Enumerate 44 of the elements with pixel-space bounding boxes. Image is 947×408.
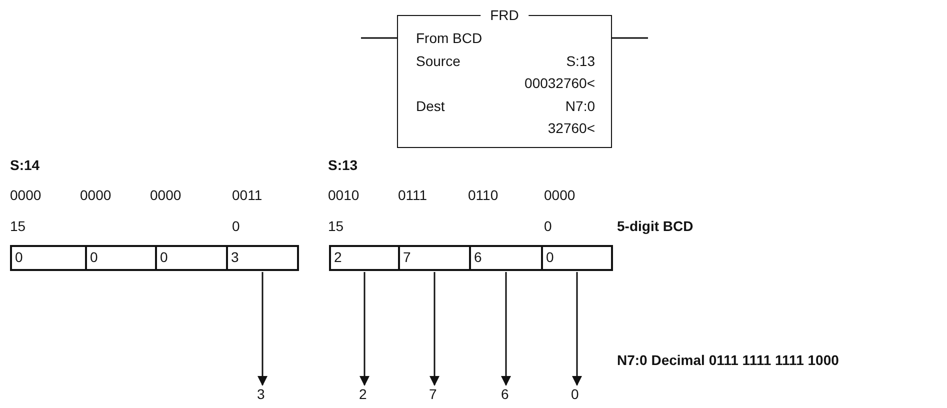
arrow xyxy=(258,272,268,386)
decimal-digit: 0 xyxy=(571,386,579,402)
parameter-address: N7:0 xyxy=(565,98,595,114)
bit-number: 15 xyxy=(10,218,26,234)
parameter-address: S:13 xyxy=(566,53,595,69)
result-caption: N7:0 Decimal 0111 1111 1111 1000 xyxy=(617,352,839,368)
parameter-label: Source xyxy=(416,53,460,69)
register-address: S:13 xyxy=(328,157,358,173)
bit-pattern: 0000 xyxy=(150,187,182,203)
bit-number: 15 xyxy=(328,218,344,234)
register-cell: 0 xyxy=(541,245,613,271)
decimal-digit: 7 xyxy=(429,386,437,402)
bit-pattern: 0010 xyxy=(328,187,360,203)
arrow xyxy=(430,272,440,386)
bit-pattern: 0000 xyxy=(80,187,112,203)
register-cell: 2 xyxy=(329,245,400,271)
register-cell: 0 xyxy=(10,245,87,271)
register-cell: 0 xyxy=(85,245,157,271)
arrow xyxy=(572,272,582,386)
register-address: S:14 xyxy=(10,157,40,173)
rung-wire xyxy=(612,37,648,39)
decimal-digit: 3 xyxy=(257,386,265,402)
instruction-title: FRD xyxy=(480,7,529,23)
decimal-digit: 6 xyxy=(501,386,509,402)
bit-pattern: 0000 xyxy=(10,187,42,203)
register-cell: 0 xyxy=(155,245,228,271)
format-caption: 5-digit BCD xyxy=(617,218,694,234)
arrow xyxy=(501,272,511,386)
decimal-digit: 2 xyxy=(359,386,367,402)
register-cell: 7 xyxy=(398,245,471,271)
arrow xyxy=(360,272,370,386)
bit-pattern: 0011 xyxy=(232,187,262,203)
instruction-description: From BCD xyxy=(416,30,482,46)
rung-wire xyxy=(361,37,397,39)
parameter-label: Dest xyxy=(416,98,445,114)
bit-pattern: 0111 xyxy=(398,187,428,203)
bit-number: 0 xyxy=(232,218,240,234)
bit-pattern: 0110 xyxy=(468,187,498,203)
bit-pattern: 0000 xyxy=(544,187,576,203)
parameter-value: 00032760< xyxy=(524,75,595,91)
bit-number: 0 xyxy=(544,218,552,234)
register-cell: 3 xyxy=(226,245,299,271)
register-cell: 6 xyxy=(469,245,543,271)
parameter-value: 32760< xyxy=(548,120,595,136)
